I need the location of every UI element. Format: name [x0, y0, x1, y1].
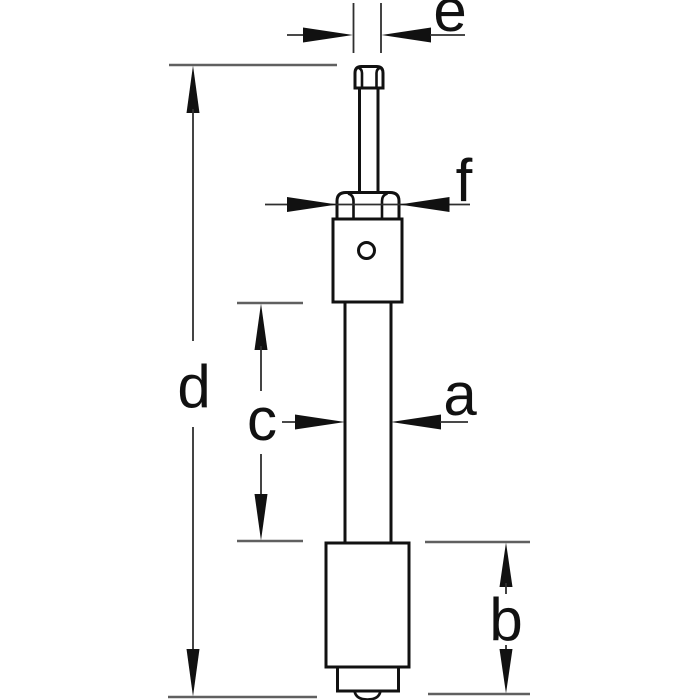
- dimension-f: f: [265, 147, 473, 214]
- guide-body: [331, 217, 404, 304]
- c-arrowhead-up: [254, 303, 268, 350]
- a-arrowhead-right: [391, 414, 441, 430]
- a-arrowhead-left: [295, 414, 345, 430]
- tip-head-facet-line-left: [357, 66, 364, 88]
- upper-shaft: [358, 86, 380, 195]
- cross-hole: [357, 241, 376, 260]
- d-arrowhead-down: [186, 649, 200, 697]
- tool-body: [324, 65, 411, 700]
- d-label: d: [177, 353, 210, 420]
- hex-collar-facet-line-left: [347, 192, 355, 219]
- c-arrowhead-down: [254, 494, 268, 541]
- f-label: f: [456, 147, 473, 214]
- c-label: c: [247, 386, 277, 453]
- dimension-d: d: [168, 63, 337, 699]
- dimension-a: a: [282, 361, 477, 430]
- tip-head-facet-line-right: [375, 66, 382, 88]
- a-label: a: [443, 361, 477, 428]
- d-arrowhead-up: [186, 65, 200, 113]
- lower-body: [324, 541, 411, 669]
- e-label: e: [433, 0, 466, 44]
- base-collar: [336, 665, 400, 693]
- b-arrowhead-down: [499, 649, 513, 694]
- main-shaft: [343, 300, 393, 545]
- dimension-e: e: [287, 0, 467, 53]
- dimension-b: b: [425, 540, 530, 696]
- dimension-c: c: [237, 301, 303, 543]
- e-arrowhead-left: [303, 27, 353, 43]
- f-arrowhead-left: [287, 197, 337, 212]
- b-arrowhead-up: [499, 542, 513, 587]
- hex-collar-facet-line-right: [380, 192, 388, 219]
- hex-collar: [335, 191, 401, 221]
- f-arrowhead-right: [399, 197, 450, 212]
- e-arrowhead-right: [381, 27, 431, 43]
- b-label: b: [489, 586, 522, 653]
